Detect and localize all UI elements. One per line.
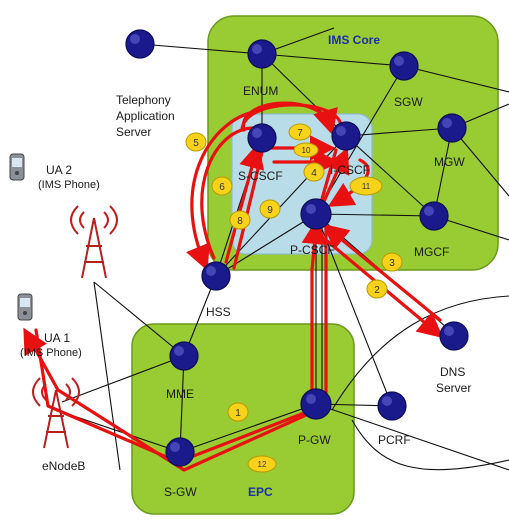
tas-label-line1: Telephony <box>116 93 171 107</box>
step-badge: 4 <box>303 162 325 182</box>
hss-label: HSS <box>206 305 231 319</box>
sgw-epc-label: S-GW <box>164 485 197 499</box>
step-badge-label: 9 <box>267 205 273 216</box>
node-pgw <box>300 388 332 420</box>
node-pcrf <box>377 391 407 421</box>
node-dns <box>439 321 469 351</box>
node-pcscf <box>300 198 332 230</box>
step-badge: 9 <box>259 199 281 219</box>
pcrf-label: PCRF <box>378 433 411 447</box>
pcscf-label: P-CSCF <box>290 243 335 257</box>
tas-label-line2: Application <box>116 109 175 123</box>
step-badge-label: 12 <box>258 460 267 469</box>
node-mgw <box>437 113 467 143</box>
step-badge: 6 <box>211 176 233 196</box>
mme-label: MME <box>166 387 194 401</box>
step-badge: 1 <box>227 402 249 422</box>
step-badge-label: 11 <box>362 182 371 191</box>
ims-core-title: IMS Core <box>328 33 380 47</box>
step-badge: 2 <box>366 279 388 299</box>
ua1-label-line1: UA 1 <box>44 331 70 345</box>
signalling-flows <box>23 101 444 472</box>
node-sgw-epc <box>165 437 195 467</box>
epc-title: EPC <box>248 485 273 499</box>
radio-tower-icon <box>70 205 118 279</box>
phone-icon-ua2 <box>9 153 25 181</box>
node-mgcf <box>419 201 449 231</box>
step-badge-label: 3 <box>389 258 395 269</box>
node-scscf <box>247 123 277 153</box>
node-sgw-top <box>389 51 419 81</box>
node-enum <box>247 39 277 69</box>
step-badge-label: 10 <box>302 146 311 155</box>
ua2-label-line1: UA 2 <box>46 163 72 177</box>
step-badge-label: 5 <box>193 138 199 149</box>
step-badge: 10 <box>293 142 319 158</box>
step-badge-label: 6 <box>219 182 225 193</box>
sgw-top-label: SGW <box>394 95 423 109</box>
scscf-label: S-CSCF <box>238 169 283 183</box>
step-badge: 8 <box>229 210 251 230</box>
step-badge: 12 <box>247 455 277 473</box>
step-badge: 3 <box>381 252 403 272</box>
node-icscf <box>331 121 361 151</box>
enum-label: ENUM <box>243 84 278 98</box>
step-badge: 5 <box>185 132 207 152</box>
node-hss <box>201 261 231 291</box>
dns-label-line2: Server <box>436 381 471 395</box>
icscf-label: I-CSCF <box>330 163 370 177</box>
dns-label-line1: DNS <box>440 365 465 379</box>
mgw-label: MGW <box>434 155 465 169</box>
step-badge-label: 1 <box>235 408 241 419</box>
ua2-label-line2: (IMS Phone) <box>38 179 100 191</box>
ua1-label-line2: (IMS Phone) <box>20 347 82 359</box>
mgcf-label: MGCF <box>414 245 449 259</box>
step-badge-label: 4 <box>311 168 317 179</box>
node-mme <box>169 341 199 371</box>
step-badge-label: 2 <box>374 285 380 296</box>
phone-icon-ua1 <box>17 293 33 321</box>
step-badge-label: 7 <box>297 128 303 139</box>
enodeb-label: eNodeB <box>42 459 85 473</box>
node-tas <box>125 29 155 59</box>
enodeb-tower-icon <box>32 377 80 449</box>
tas-label-line3: Server <box>116 125 151 139</box>
step-badge: 11 <box>349 176 383 196</box>
pgw-label: P-GW <box>298 433 331 447</box>
step-badge: 7 <box>288 123 312 141</box>
step-badge-label: 8 <box>237 216 243 227</box>
